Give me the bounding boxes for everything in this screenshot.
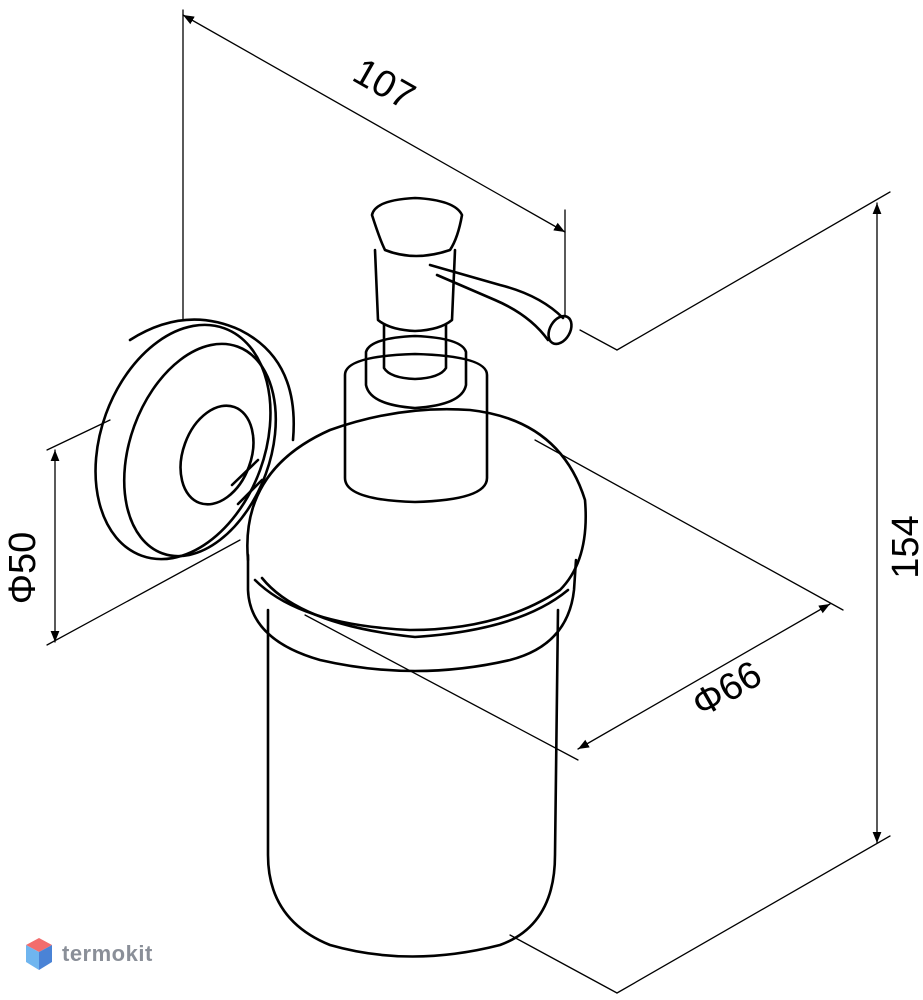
pump-collar bbox=[364, 334, 468, 410]
watermark-text: termokit bbox=[62, 941, 153, 966]
dome bbox=[246, 407, 587, 632]
pump-head bbox=[370, 196, 464, 258]
spout-tip bbox=[547, 314, 573, 346]
pump bbox=[343, 196, 573, 504]
wall-plate-rim bbox=[128, 318, 296, 442]
dimension-width: 107 bbox=[182, 14, 566, 233]
bottle-body bbox=[266, 608, 560, 958]
collar-inner bbox=[260, 576, 570, 639]
wall-arm bbox=[230, 458, 264, 506]
dimension-base-diameter: Φ50 bbox=[2, 449, 60, 643]
width-label: 107 bbox=[346, 51, 422, 119]
base-diameter-label: Φ50 bbox=[2, 532, 44, 605]
dimension-bottle-diameter: Φ66 bbox=[577, 603, 831, 750]
pump-shaft bbox=[373, 248, 457, 333]
wall-plate-hub bbox=[179, 404, 255, 506]
width-dimension-line bbox=[182, 14, 566, 233]
pump-spout bbox=[428, 263, 565, 342]
extension-lines bbox=[46, 9, 891, 994]
bottle-diameter-label: Φ66 bbox=[685, 653, 769, 726]
wall-plate-face bbox=[122, 342, 278, 558]
wall-mount bbox=[94, 318, 296, 561]
bottle-diameter-dimension-line bbox=[577, 603, 831, 750]
height-label: 154 bbox=[885, 515, 923, 578]
collar-ring bbox=[246, 553, 578, 673]
bottle bbox=[246, 407, 587, 958]
dimension-height: 154 bbox=[872, 202, 923, 844]
wall-plate-back bbox=[94, 323, 272, 561]
pump-stem bbox=[382, 323, 448, 381]
watermark: termokit bbox=[24, 936, 153, 972]
hexagon-logo-icon bbox=[26, 938, 52, 970]
